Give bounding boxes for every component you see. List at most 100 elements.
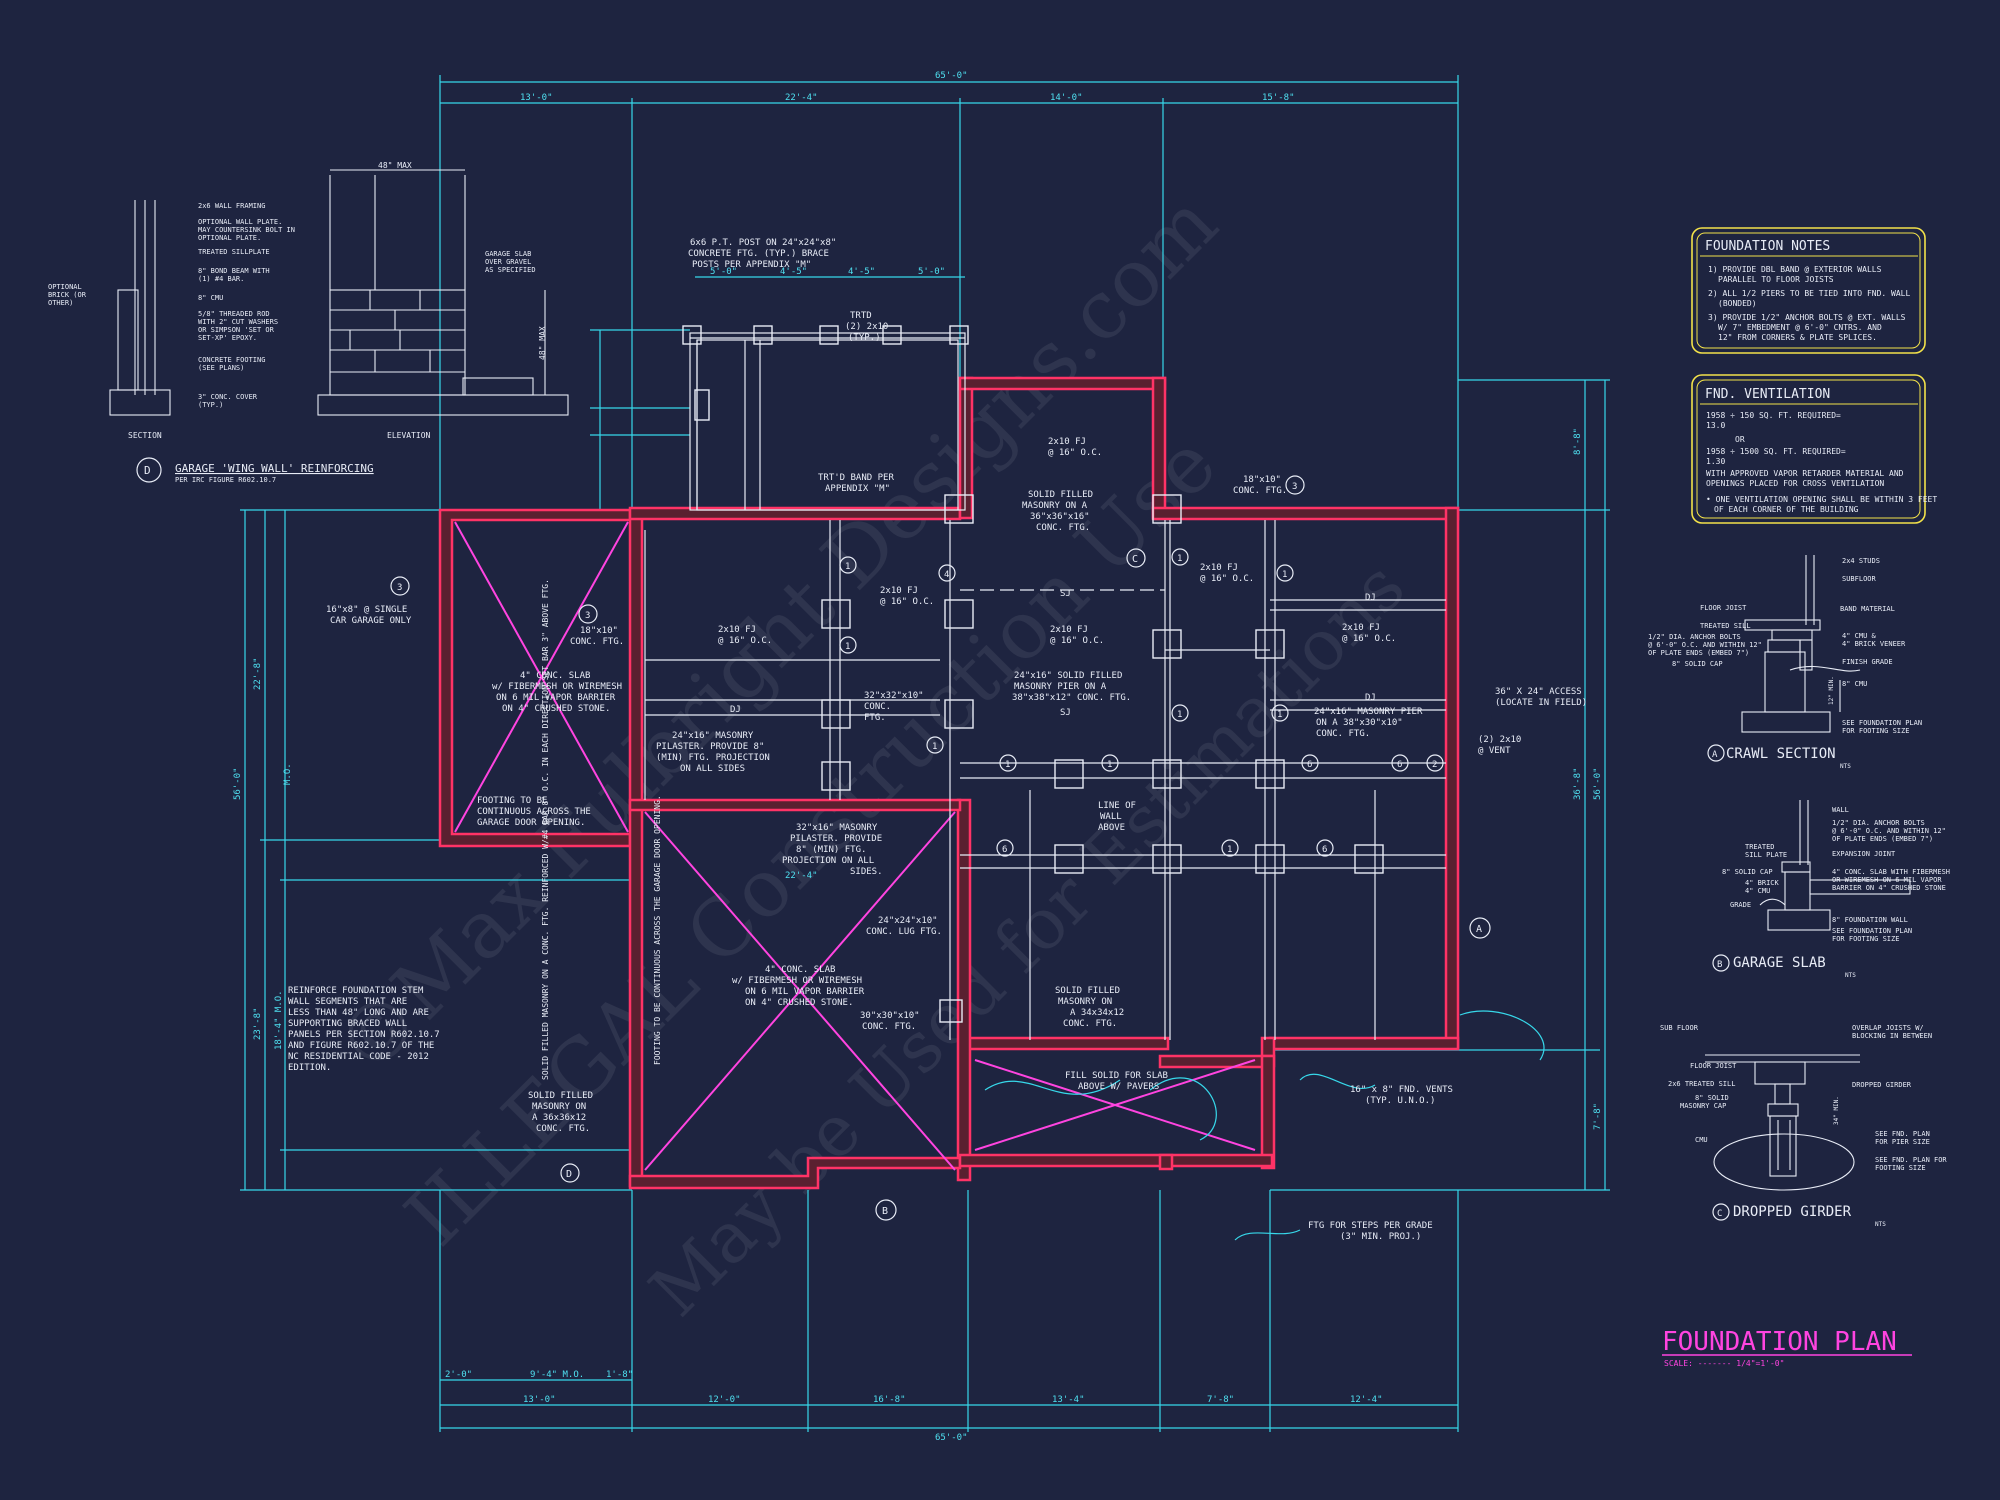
pilaster2-1: 32"x16" MASONRY: [796, 823, 878, 833]
pilaster2-5: SIDES.: [850, 867, 883, 877]
slab1-2: w/ FIBERMESH OR WIREMESH: [492, 682, 622, 692]
reinforce-2: WALL SEGMENTS THAT ARE: [288, 997, 407, 1007]
slab2-4: ON 4" CRUSHED STONE.: [745, 998, 853, 1008]
solid1-4: CONC. FTG.: [1036, 523, 1090, 533]
garage-note-15: 8" FOUNDATION WALL: [1832, 916, 1908, 924]
notes-line-3: 2) ALL 1/2 PIERS TO BE TIED INTO FND. WA…: [1708, 289, 1910, 298]
ftg18-1: 18"x10": [1243, 475, 1281, 485]
girder-note-6: DROPPED GIRDER: [1852, 1081, 1912, 1089]
notes-line-2: PARALLEL TO FLOOR JOISTS: [1718, 275, 1834, 284]
vent-line-2: 13.0: [1706, 421, 1725, 430]
detail-d-note-8: 8" CMU: [198, 294, 223, 302]
vent-line-8: • ONE VENTILATION OPENING SHALL BE WITHI…: [1706, 495, 1937, 504]
crawl-note-14: 12" MIN.: [1828, 676, 1835, 705]
girder-note-5: 2x6 TREATED SILL: [1668, 1080, 1735, 1088]
bump-top-wall: [958, 376, 1167, 391]
girder-tag: C: [1717, 1209, 1722, 1219]
garage-note-4: OF PLATE ENDS (EMBED 7"): [1832, 835, 1933, 843]
grid-tag-c: C: [1132, 554, 1138, 565]
pilaster2-2: PILASTER. PROVIDE: [790, 834, 882, 844]
line-wall-3: ABOVE: [1098, 823, 1125, 833]
girder-title: DROPPED GIRDER: [1733, 1204, 1852, 1220]
garage-note-5: TREATED: [1745, 843, 1775, 851]
trtd-3: (TYP.): [848, 333, 881, 343]
callout-6d: 6: [1322, 845, 1327, 855]
dim-bottom-left-1: 2'-0": [445, 1370, 472, 1380]
pier: [939, 999, 963, 1023]
callouts: 1 1 4 1 1 1 1 1 1 6 6 6 6 1 2 3 3 3 1: [390, 475, 1444, 857]
garage-note-1: WALL: [1832, 806, 1849, 814]
sj-2: SJ: [1060, 708, 1071, 718]
detail-d-note-7: (1) #4 BAR.: [198, 275, 244, 283]
ftg32-1: 32"x32"x10": [864, 691, 924, 701]
ftg30-2: CONC. FTG.: [862, 1022, 916, 1032]
pier-a-1: 24"x16" SOLID FILLED: [1014, 671, 1122, 681]
callout-3a: 3: [397, 583, 402, 593]
pilaster1-4: ON ALL SIDES: [680, 764, 745, 774]
pilaster1-3: (MIN) FTG. PROJECTION: [656, 753, 770, 763]
crawl-note-6: 1/2" DIA. ANCHOR BOLTS: [1648, 633, 1741, 641]
steps-1: FTG FOR STEPS PER GRADE: [1308, 1221, 1433, 1231]
ftg18-2: CONC. FTG.: [1233, 486, 1287, 496]
grid-tags: A B C D: [560, 548, 1491, 1221]
girder-note-12: FOR PIER SIZE: [1875, 1138, 1930, 1146]
fill-solid-1: FILL SOLID FOR SLAB: [1065, 1071, 1168, 1081]
garage-title: GARAGE SLAB: [1733, 955, 1826, 971]
pilaster2-4: PROJECTION ON ALL: [782, 856, 874, 866]
pier: [821, 761, 851, 791]
vent-2: @ VENT: [1478, 746, 1511, 756]
dim-right-overall: 56'-0": [1593, 767, 1603, 800]
detail-dropped-girder: SUB FLOOR OVERLAP JOISTS W/ BLOCKING IN …: [1660, 1024, 1947, 1228]
girder-note-10: 34" MIN.: [1833, 1096, 1840, 1125]
crawl-note-10: 4" BRICK VENEER: [1842, 640, 1906, 648]
callout-1f: 1: [1277, 710, 1282, 720]
callout-1j: 1: [932, 742, 937, 752]
detail-d-note-1: 2x6 WALL FRAMING: [198, 202, 265, 210]
garage-note-6: SILL PLATE: [1745, 851, 1787, 859]
pier: [1152, 494, 1182, 524]
pilaster2-3: 8" (MIN) FTG.: [796, 845, 866, 855]
girder-note-11: SEE FND. PLAN: [1875, 1130, 1930, 1138]
notes-line-6: W/ 7" EMBEDMENT @ 6'-0" CNTRS. AND: [1718, 323, 1882, 332]
crawl-nts: NTS: [1840, 763, 1851, 770]
notes-line-5: 3) PROVIDE 1/2" ANCHOR BOLTS @ EXT. WALL…: [1708, 313, 1906, 322]
dim-top-4: 15'-8": [1262, 93, 1295, 103]
fnd-ventilation-box: FND. VENTILATION 1958 ÷ 150 SQ. FT. REQU…: [1691, 374, 1937, 524]
crawl-note-3: FLOOR JOIST: [1700, 604, 1747, 612]
dimension-lines: 65'-0" 13'-0" 22'-4" 14'-0" 15'-8" 65'-0…: [233, 71, 1610, 1443]
garage-note-13: 4" CMU: [1745, 887, 1770, 895]
garage-note-3: @ 6'-0" O.C. AND WITHIN 12": [1832, 827, 1946, 835]
footing-cont-2: CONTINUOUS ACROSS THE: [477, 807, 591, 817]
detail-garage-wing-wall: 48" MAX 48" MAX 2x6 WALL FRAMING OPTIONA…: [48, 161, 569, 484]
pier: [944, 599, 974, 629]
ftg32-3: FTG.: [864, 713, 886, 723]
callout-6a: 6: [1307, 760, 1312, 770]
fj-b-2: @ 16" O.C.: [718, 636, 772, 646]
callout-6c: 6: [1002, 845, 1007, 855]
garage-single-1: 16"x8" @ SINGLE: [326, 605, 407, 615]
fj-a-2: @ 16" O.C.: [880, 597, 934, 607]
girder-note-7: 8" SOLID: [1695, 1094, 1729, 1102]
pier: [944, 494, 974, 524]
garage-west-wall: [628, 508, 644, 1188]
fj-bump-2: @ 16" O.C.: [1048, 448, 1102, 458]
slab2-2: w/ FIBERMESH OR WIREMESH: [732, 976, 862, 986]
solid3-2: MASONRY ON: [532, 1102, 586, 1112]
reinforce-3: LESS THAN 48" LONG AND ARE: [288, 1008, 429, 1018]
dim-right-2: 8'-8": [1573, 428, 1583, 455]
trtd-1: TRTD: [850, 311, 872, 321]
garage2-top-wall: [628, 798, 962, 812]
detail-d-garage-slab-3: AS SPECIFIED: [485, 266, 536, 274]
dim-garage-22: 22'-4": [785, 871, 818, 881]
solid3-4: CONC. FTG.: [536, 1124, 590, 1134]
fj-e-1: 2x10 FJ: [1342, 623, 1380, 633]
girder-note-13: SEE FND. PLAN FOR: [1875, 1156, 1947, 1164]
vent-line-5: 1.30: [1706, 457, 1725, 466]
band-1: TRT'D BAND PER: [818, 473, 894, 483]
solid1-1: SOLID FILLED: [1028, 490, 1093, 500]
pier: [944, 699, 974, 729]
dim-top-3: 14'-0": [1050, 93, 1083, 103]
vent-title: FND. VENTILATION: [1705, 387, 1830, 402]
detail-d-optional-1: OPTIONAL: [48, 283, 82, 291]
girder-note-2: OVERLAP JOISTS W/: [1852, 1024, 1924, 1032]
